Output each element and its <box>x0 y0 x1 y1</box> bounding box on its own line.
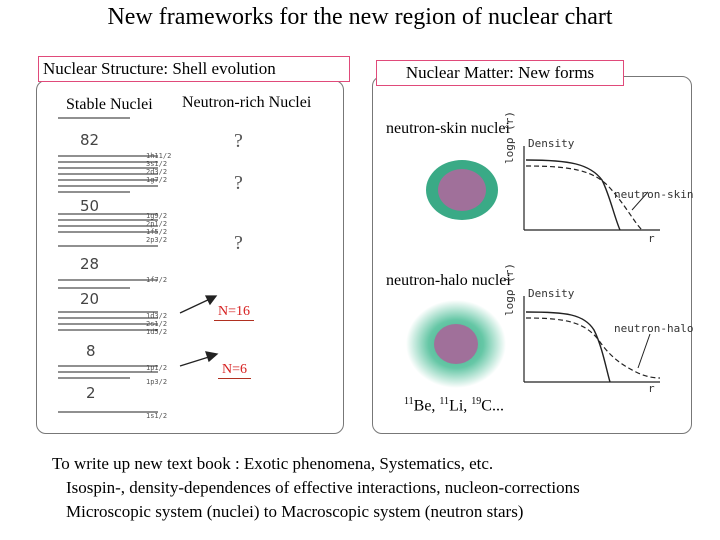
magic-number-82: 82 <box>80 131 100 149</box>
question-mark-3: ? <box>234 232 243 254</box>
skin-density-label: Density <box>528 137 575 150</box>
level-label: 1p3/2 <box>146 378 168 386</box>
level-label: 1h11/2 <box>146 152 172 160</box>
bottom-line-3: Microscopic system (nuclei) to Macroscop… <box>66 502 524 521</box>
skin-curve-label: neutron-skin <box>614 188 694 201</box>
skin-pointer <box>631 191 649 211</box>
arrow-head-n6 <box>205 351 219 363</box>
halo-pointer <box>637 333 651 369</box>
question-mark-2: ? <box>234 172 243 194</box>
skin-r-label: r <box>648 232 655 245</box>
level-label: 3s1/2 <box>146 160 168 168</box>
c-mass: 19 <box>471 396 482 407</box>
magic-number-20: 20 <box>80 290 100 308</box>
nuclear-matter-header: Nuclear Matter: New forms <box>376 60 624 86</box>
bottom-line-2: Isospin-, density-dependences of effecti… <box>66 478 580 497</box>
level-label: 2s1/2 <box>146 320 168 328</box>
magic-number-28: 28 <box>80 255 100 273</box>
level-label: 1g9/2 <box>146 212 168 220</box>
level-label: 1p1/2 <box>146 364 168 372</box>
level-labels-20: 1d3/2 2s1/2 1d5/2 <box>146 312 167 336</box>
shell-arrows <box>179 295 219 367</box>
bottom-line-1: To write up new text book : Exotic pheno… <box>52 454 494 473</box>
shell-evolution-header: Nuclear Structure: Shell evolution <box>38 56 350 82</box>
li-symbol: Li, <box>449 397 472 415</box>
level-label: 1d5/2 <box>146 328 168 336</box>
neutron-skin-density-plot <box>523 146 660 231</box>
level-label: 2d3/2 <box>146 168 168 176</box>
level-label: 1f5/2 <box>146 228 168 236</box>
neutron-skin-nucleus-icon <box>426 160 498 220</box>
level-label: 1s1/2 <box>146 412 168 420</box>
level-lines <box>58 117 158 413</box>
halo-curve-dashed <box>525 317 661 379</box>
neutron-halo-label: neutron-halo nuclei <box>386 272 511 289</box>
level-label: 2p3/2 <box>146 236 168 244</box>
skin-curve-solid <box>525 159 621 231</box>
li-mass: 11 <box>439 396 450 407</box>
question-mark-1: ? <box>234 130 243 152</box>
bottom-text-block: To write up new text book : Exotic pheno… <box>52 452 580 524</box>
level-label: 2p1/2 <box>146 220 168 228</box>
neutron-skin-label: neutron-skin nuclei <box>386 120 510 137</box>
slide-title: New frameworks for the new region of nuc… <box>107 4 613 30</box>
halo-density-label: Density <box>528 287 575 300</box>
halo-examples: 11Be, 11Li, 19C... <box>404 396 504 415</box>
neutron-rich-nuclei-label: Neutron-rich Nuclei <box>182 94 312 111</box>
neutron-halo-density-plot <box>523 296 661 383</box>
halo-log-axis-label: logρ (r) <box>503 263 516 316</box>
halo-r-label: r <box>648 382 655 395</box>
halo-curve-label: neutron-halo <box>614 322 694 335</box>
arrow-head-n16 <box>204 295 218 306</box>
skin-curve-dashed <box>525 165 643 231</box>
magic-number-2: 2 <box>86 384 96 402</box>
shell-level-diagram <box>58 117 219 413</box>
level-labels-50: 1g9/2 2p1/2 1f5/2 2p3/2 <box>146 212 167 244</box>
level-labels-28: 1f7/2 <box>146 276 167 284</box>
c-symbol: C... <box>481 397 504 415</box>
neutron-halo-nucleus-icon <box>406 300 506 388</box>
skin-log-axis-label: logρ (r) <box>503 111 516 164</box>
level-label: 1f7/2 <box>146 276 168 284</box>
magic-number-8: 8 <box>86 342 96 360</box>
level-labels-82: 1h11/2 3s1/2 2d3/2 1g7/2 <box>146 152 171 184</box>
n16-label: N=16 <box>214 304 255 321</box>
halo-curve-solid <box>525 311 611 383</box>
be-mass: 11 <box>404 396 414 407</box>
be-symbol: Be, <box>413 397 440 415</box>
n6-label: N=6 <box>218 362 252 379</box>
stable-nuclei-label: Stable Nuclei <box>66 96 153 113</box>
level-labels-2: 1s1/2 <box>146 412 167 420</box>
level-labels-8: 1p1/2 1p3/2 <box>146 364 167 386</box>
level-label: 1g7/2 <box>146 176 168 184</box>
magic-number-50: 50 <box>80 197 100 215</box>
level-label: 1d3/2 <box>146 312 168 320</box>
